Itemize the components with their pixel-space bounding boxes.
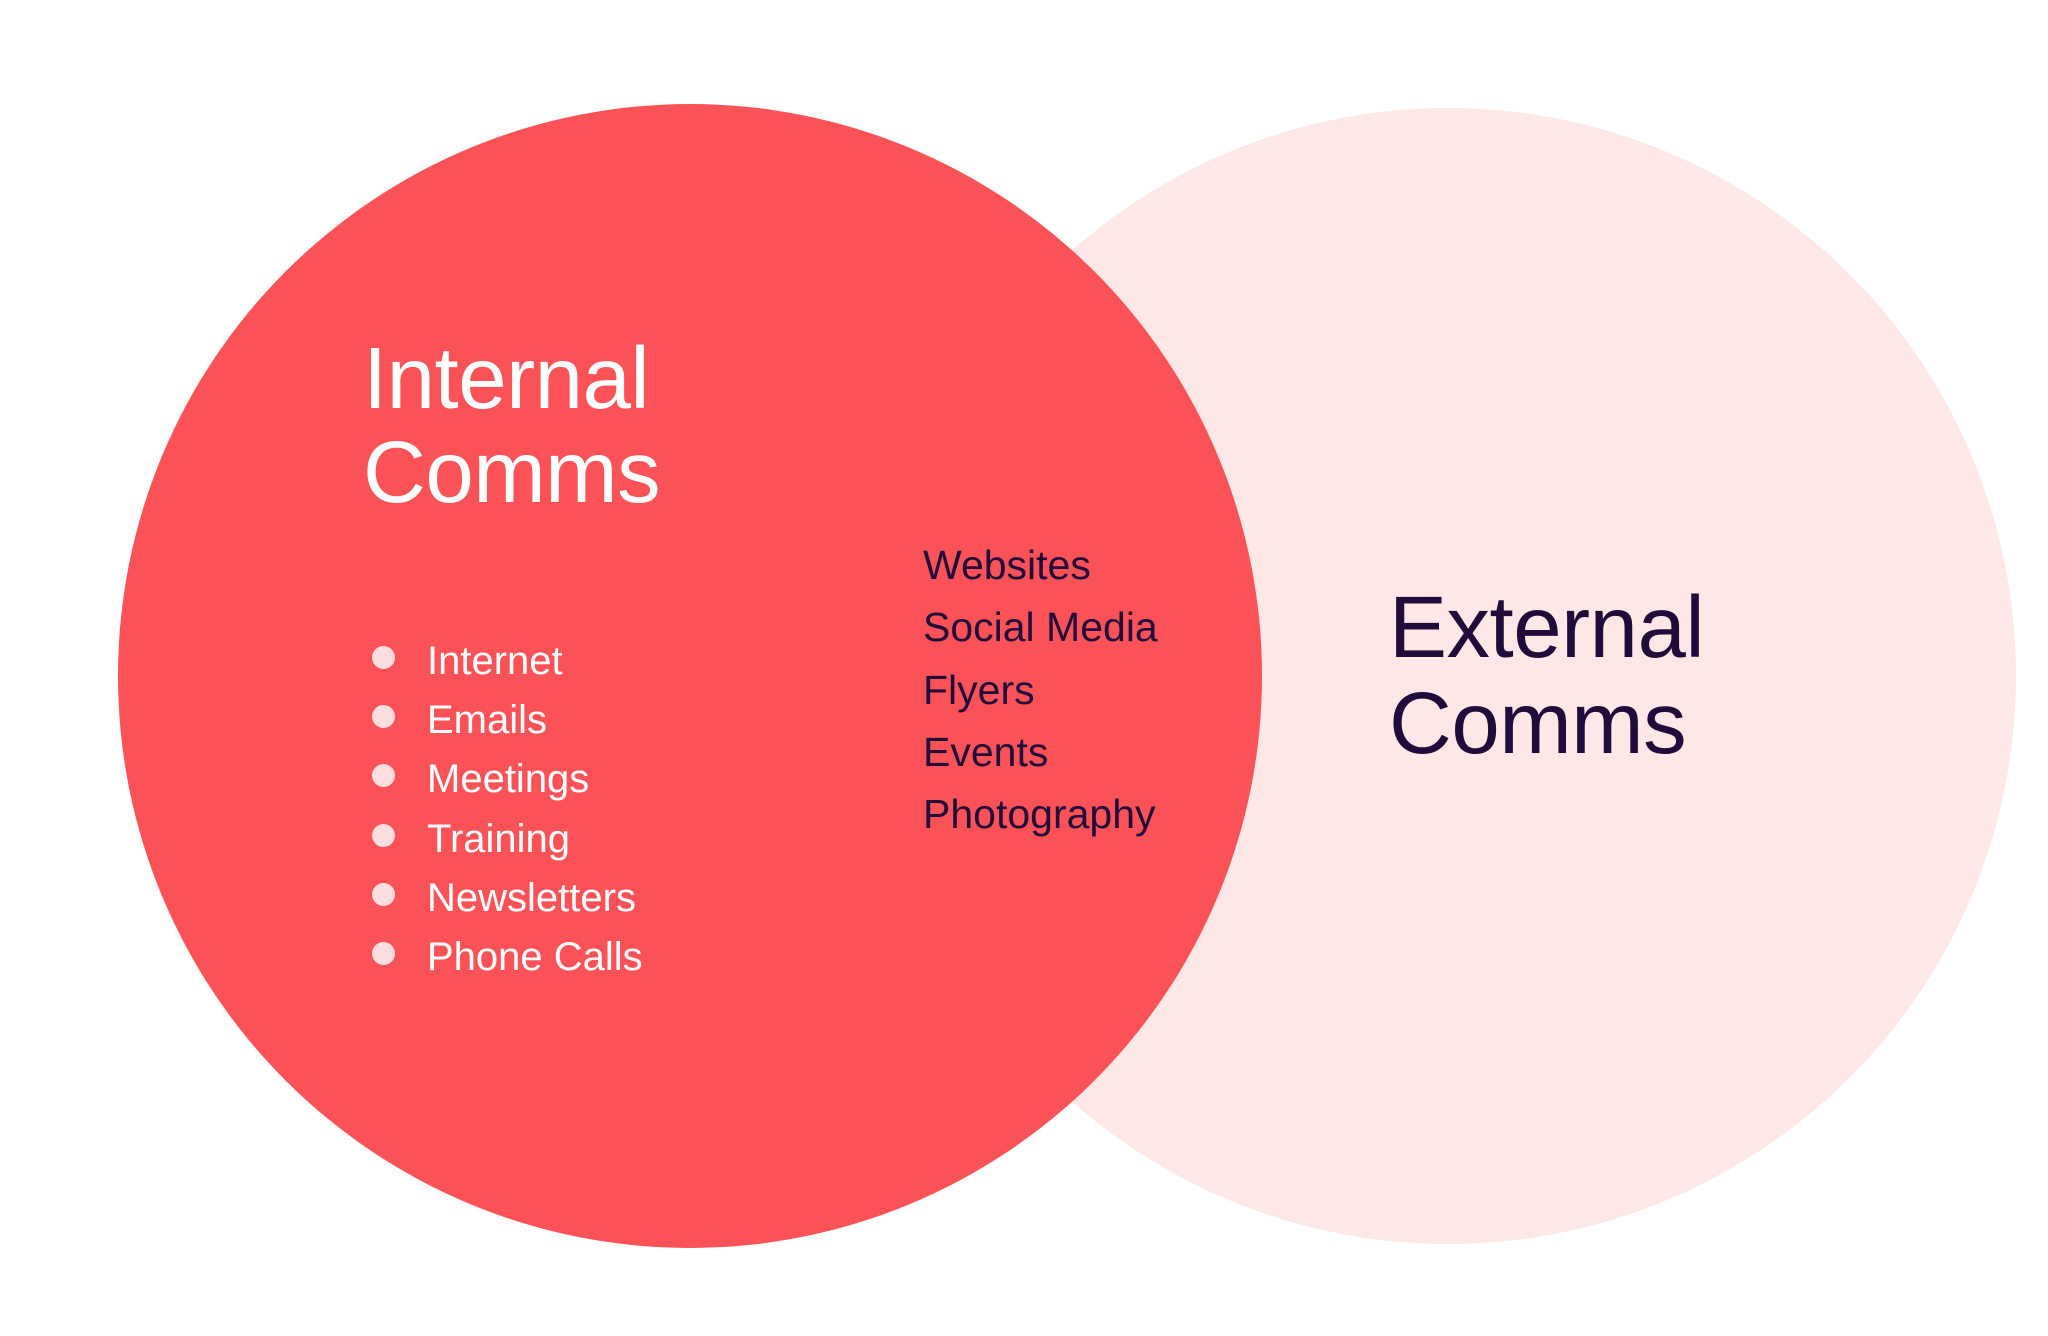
bullet-dot-icon (868, 736, 894, 763)
list-item: Training (372, 810, 643, 869)
list-item: Phone Calls (372, 928, 643, 987)
list-item-label: Flyers (923, 666, 1035, 713)
list-item: Websites (868, 534, 1158, 596)
list-item-label: Newsletters (427, 875, 636, 920)
bullet-dot-icon (868, 612, 894, 639)
internal-comms-title: Internal Comms (363, 330, 661, 521)
shared-comms-list: Websites Social Media Flyers Events Phot… (868, 534, 1158, 846)
list-item-label: Social Media (923, 604, 1158, 651)
list-item-label: Photography (923, 791, 1156, 838)
bullet-dot-icon (372, 941, 395, 965)
list-item-label: Events (923, 728, 1049, 775)
bullet-dot-icon (372, 823, 395, 847)
list-item: Newsletters (372, 869, 643, 928)
list-item: Flyers (868, 659, 1158, 721)
bullet-dot-icon (868, 550, 894, 576)
list-item-label: Phone Calls (427, 934, 643, 979)
list-item: Photography (868, 783, 1158, 845)
venn-circle-internal (118, 104, 1262, 1248)
external-comms-title: External Comms (1389, 579, 1705, 772)
list-item-label: Meetings (427, 757, 590, 802)
bullet-dot-icon (372, 646, 395, 669)
venn-circle-external (880, 108, 2016, 1244)
bullet-dot-icon (372, 764, 395, 788)
list-item: Events (868, 721, 1158, 783)
bullet-dot-icon (868, 674, 894, 701)
bullet-dot-icon (372, 882, 395, 906)
list-item: Meetings (372, 750, 643, 809)
list-item: Emails (372, 691, 643, 750)
list-item: Social Media (868, 596, 1158, 658)
bullet-dot-icon (868, 799, 894, 826)
list-item-label: Internet (427, 639, 563, 683)
list-item-label: Websites (923, 542, 1091, 588)
bullet-dot-icon (372, 705, 395, 729)
list-item-label: Emails (427, 698, 548, 743)
list-item: Internet (372, 632, 643, 691)
internal-comms-list: Internet Emails Meetings Training Newsle… (372, 632, 643, 987)
list-item-label: Training (427, 816, 571, 861)
